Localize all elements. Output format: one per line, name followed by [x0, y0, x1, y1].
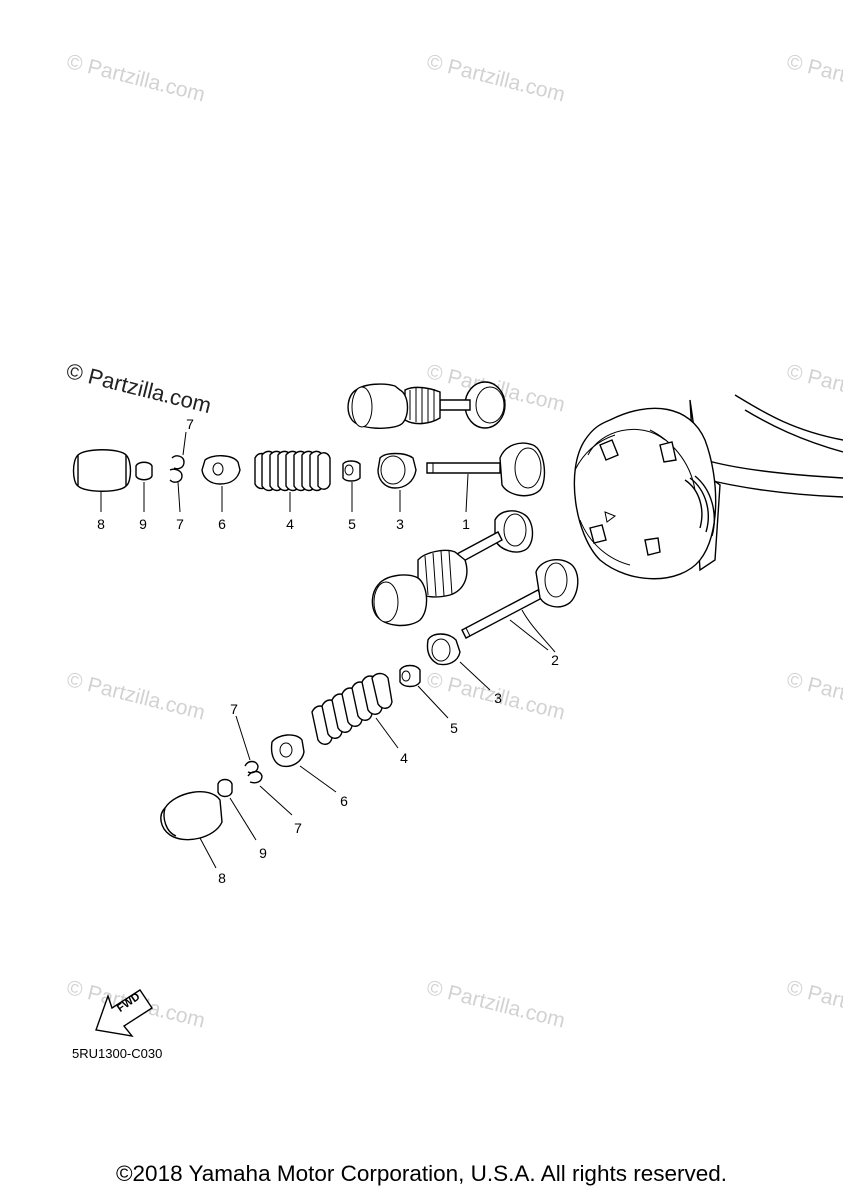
callout-4: 4	[400, 750, 408, 766]
callout-3: 3	[396, 516, 404, 532]
callout-9: 9	[259, 845, 267, 861]
valve-cotter-lower-icon	[244, 760, 263, 784]
callout-7: 7	[176, 516, 184, 532]
leader-lines-upper	[100, 473, 469, 513]
fwd-arrow-icon	[95, 989, 153, 1037]
valve-stem-seal-lower-icon	[399, 664, 421, 688]
diagram-code: 5RU1300-C030	[72, 1046, 163, 1061]
valve-lifter-icon	[72, 449, 132, 492]
callout-6: 6	[340, 793, 348, 809]
callout-9: 9	[139, 516, 147, 532]
exhaust-valve-icon	[461, 558, 579, 653]
callout-3: 3	[494, 690, 502, 706]
leader-lines-lower	[199, 619, 549, 869]
valve-stem-seal-icon	[342, 460, 361, 482]
valve-spring-seat-icon	[377, 452, 417, 489]
intake-valve-icon	[426, 442, 546, 497]
callout-2: 2	[551, 652, 559, 668]
valve-spring-seat-lower-icon	[426, 633, 461, 666]
callout-7: 7	[294, 820, 302, 836]
valve-spring-icon	[254, 450, 331, 492]
callout-4: 4	[286, 516, 294, 532]
piston-icon	[573, 394, 843, 580]
callout-7: 7	[186, 416, 194, 432]
valve-spring-retainer-lower-icon	[270, 734, 305, 768]
valve-pad-icon	[135, 461, 153, 481]
callout-1: 1	[462, 516, 470, 532]
callout-7: 7	[230, 701, 238, 717]
valve-spring-lower-icon	[311, 672, 393, 745]
valve-lifter-lower-icon	[160, 791, 223, 841]
valve-spring-retainer-icon	[201, 455, 241, 485]
callout-5: 5	[450, 720, 458, 736]
valve-pad-lower-icon	[217, 778, 233, 798]
callout-6: 6	[218, 516, 226, 532]
callout-5: 5	[348, 516, 356, 532]
callout-8: 8	[218, 870, 226, 886]
copyright-notice: ©2018 Yamaha Motor Corporation, U.S.A. A…	[115, 1161, 728, 1186]
callout-8: 8	[97, 516, 105, 532]
assembled-valve-middle-icon	[371, 510, 534, 627]
assembled-valve-top-icon	[347, 381, 506, 429]
valve-cotter-icon	[169, 431, 187, 483]
